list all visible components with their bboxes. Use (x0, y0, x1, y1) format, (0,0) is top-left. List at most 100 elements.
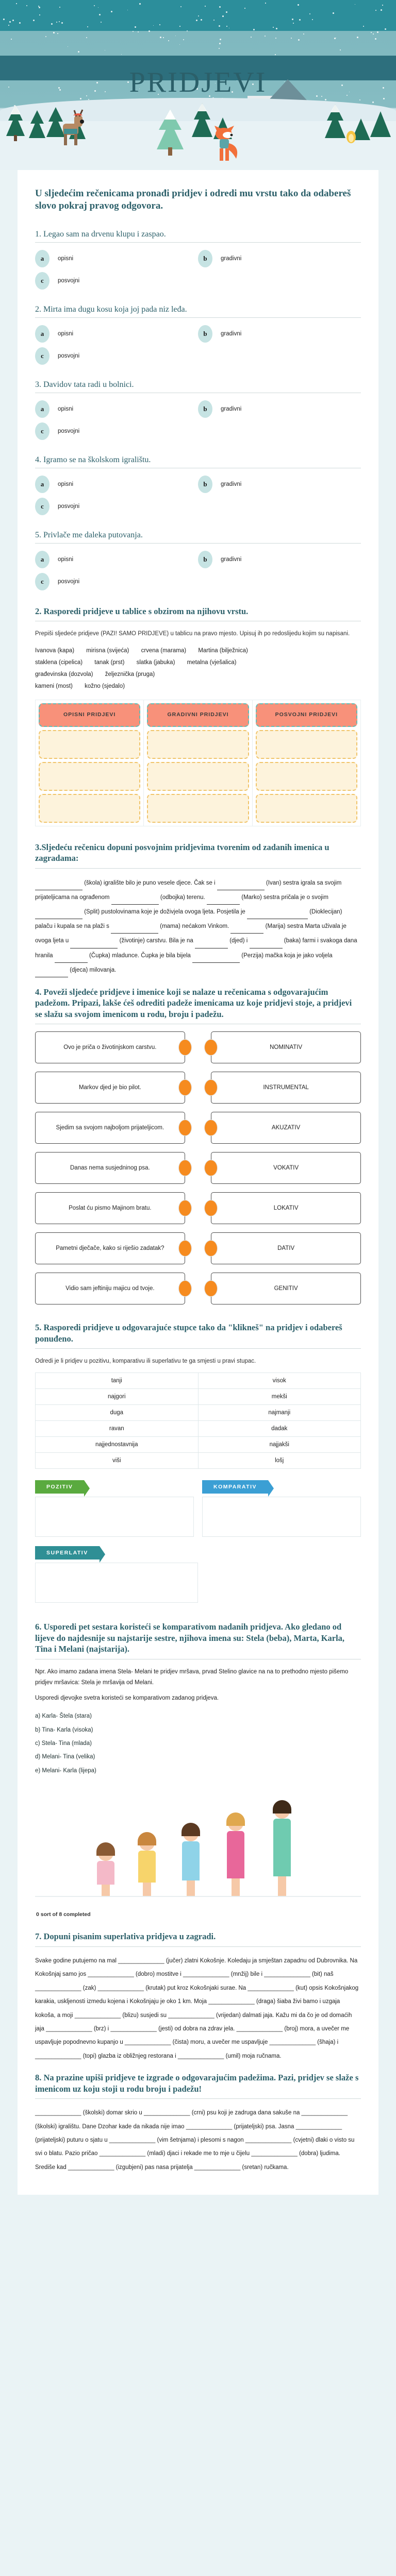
drop-cell[interactable] (147, 762, 249, 791)
option-4c[interactable]: c posvojni (35, 498, 198, 515)
blank-input[interactable] (35, 970, 68, 977)
drop-cell[interactable] (39, 762, 140, 791)
adjective-chip[interactable]: viši (36, 1453, 199, 1468)
connector-dot-icon[interactable] (178, 1280, 192, 1297)
adjective-chip[interactable]: najmanji (199, 1405, 361, 1420)
adjective-chip[interactable]: najjakši (199, 1437, 361, 1452)
connector-dot-icon[interactable] (178, 1039, 192, 1056)
connector-dot-icon[interactable] (178, 1200, 192, 1216)
option-letter[interactable]: b (198, 325, 212, 343)
blank-input[interactable] (111, 926, 158, 934)
match-right[interactable]: INSTRUMENTAL (211, 1072, 361, 1104)
option-letter[interactable]: b (198, 250, 212, 267)
blank-input[interactable] (195, 941, 228, 948)
option-3b[interactable]: b gradivni (198, 400, 361, 418)
match-case-label[interactable]: AKUZATIV (211, 1112, 361, 1144)
option-letter[interactable]: b (198, 476, 212, 493)
adjective-chip[interactable]: najjednostavnija (36, 1437, 199, 1452)
drop-cell[interactable] (256, 794, 357, 823)
match-right[interactable]: NOMINATIV (211, 1031, 361, 1063)
blank-input[interactable] (35, 883, 82, 890)
match-right[interactable]: LOKATIV (211, 1192, 361, 1224)
adjective-chip[interactable]: tanji (36, 1373, 199, 1388)
match-left[interactable]: Danas nema susjedninog psa. (35, 1152, 185, 1184)
match-right[interactable]: AKUZATIV (211, 1112, 361, 1144)
drop-zone-komparativ[interactable] (202, 1497, 361, 1537)
blank-input[interactable] (217, 883, 265, 890)
adjective-chip[interactable]: mekši (199, 1389, 361, 1404)
option-letter[interactable]: a (35, 250, 50, 267)
adjective-chip[interactable]: dadak (199, 1421, 361, 1436)
option-letter[interactable]: a (35, 551, 50, 568)
connector-dot-icon[interactable] (204, 1280, 218, 1297)
blank-input[interactable] (207, 897, 240, 905)
blank-input[interactable] (192, 956, 240, 963)
match-case-label[interactable]: VOKATIV (211, 1152, 361, 1184)
connector-dot-icon[interactable] (204, 1120, 218, 1136)
option-5c[interactable]: c posvojni (35, 573, 198, 590)
connector-dot-icon[interactable] (204, 1240, 218, 1257)
option-letter[interactable]: b (198, 551, 212, 568)
match-sentence[interactable]: Pametni dječače, kako si riješio zadatak… (35, 1232, 185, 1264)
option-1c[interactable]: c posvojni (35, 272, 198, 290)
drop-cell[interactable] (256, 762, 357, 791)
blank-input[interactable] (70, 941, 118, 948)
match-left[interactable]: Pametni dječače, kako si riješio zadatak… (35, 1232, 185, 1264)
match-right[interactable]: VOKATIV (211, 1152, 361, 1184)
option-letter[interactable]: a (35, 325, 50, 343)
blank-input[interactable] (35, 912, 82, 919)
option-letter[interactable]: c (35, 272, 50, 290)
connector-dot-icon[interactable] (204, 1079, 218, 1096)
blank-input[interactable] (247, 912, 308, 919)
match-case-label[interactable]: GENITIV (211, 1273, 361, 1304)
connector-dot-icon[interactable] (204, 1200, 218, 1216)
adjective-chip[interactable]: ravan (36, 1421, 199, 1436)
option-letter[interactable]: c (35, 347, 50, 365)
option-4a[interactable]: a opisni (35, 476, 198, 493)
adjective-chip[interactable]: visok (199, 1373, 361, 1388)
match-left[interactable]: Poslat ću pismo Majinom bratu. (35, 1192, 185, 1224)
match-left[interactable]: Markov djed je bio pilot. (35, 1072, 185, 1104)
drop-cell[interactable] (147, 730, 249, 759)
blank-input[interactable] (111, 897, 159, 905)
connector-dot-icon[interactable] (178, 1160, 192, 1176)
drop-cell[interactable] (39, 730, 140, 759)
option-4b[interactable]: b gradivni (198, 476, 361, 493)
match-left[interactable]: Sjedim sa svojom najboljom prijateljicom… (35, 1112, 185, 1144)
match-case-label[interactable]: DATIV (211, 1232, 361, 1264)
drop-cell[interactable] (39, 794, 140, 823)
match-sentence[interactable]: Vidio sam jeftiniju majicu od tvoje. (35, 1273, 185, 1304)
drop-zone-pozitiv[interactable] (35, 1497, 194, 1537)
blank-input[interactable] (250, 941, 283, 948)
connector-dot-icon[interactable] (178, 1240, 192, 1257)
drop-cell[interactable] (256, 730, 357, 759)
match-left[interactable]: Vidio sam jeftiniju majicu od tvoje. (35, 1273, 185, 1304)
match-case-label[interactable]: NOMINATIV (211, 1031, 361, 1063)
blank-input[interactable] (55, 956, 88, 963)
option-3a[interactable]: a opisni (35, 400, 198, 418)
connector-dot-icon[interactable] (204, 1039, 218, 1056)
option-letter[interactable]: c (35, 422, 50, 440)
option-2a[interactable]: a opisni (35, 325, 198, 343)
match-sentence[interactable]: Ovo je priča o životinjskom carstvu. (35, 1031, 185, 1063)
match-case-label[interactable]: LOKATIV (211, 1192, 361, 1224)
connector-dot-icon[interactable] (178, 1120, 192, 1136)
adjective-chip[interactable]: lošj (199, 1453, 361, 1468)
drop-zone-superlativ[interactable] (35, 1563, 198, 1603)
option-5a[interactable]: a opisni (35, 551, 198, 568)
match-sentence[interactable]: Poslat ću pismo Majinom bratu. (35, 1192, 185, 1224)
option-2c[interactable]: c posvojni (35, 347, 198, 365)
option-letter[interactable]: a (35, 400, 50, 418)
match-left[interactable]: Ovo je priča o životinjskom carstvu. (35, 1031, 185, 1063)
adjective-chip[interactable]: duga (36, 1405, 199, 1420)
match-right[interactable]: GENITIV (211, 1273, 361, 1304)
match-case-label[interactable]: INSTRUMENTAL (211, 1072, 361, 1104)
option-2b[interactable]: b gradivni (198, 325, 361, 343)
match-sentence[interactable]: Markov djed je bio pilot. (35, 1072, 185, 1104)
adjective-chip[interactable]: najgori (36, 1389, 199, 1404)
option-3c[interactable]: c posvojni (35, 422, 198, 440)
connector-dot-icon[interactable] (204, 1160, 218, 1176)
option-letter[interactable]: c (35, 573, 50, 590)
option-1b[interactable]: b gradivni (198, 250, 361, 267)
option-5b[interactable]: b gradivni (198, 551, 361, 568)
